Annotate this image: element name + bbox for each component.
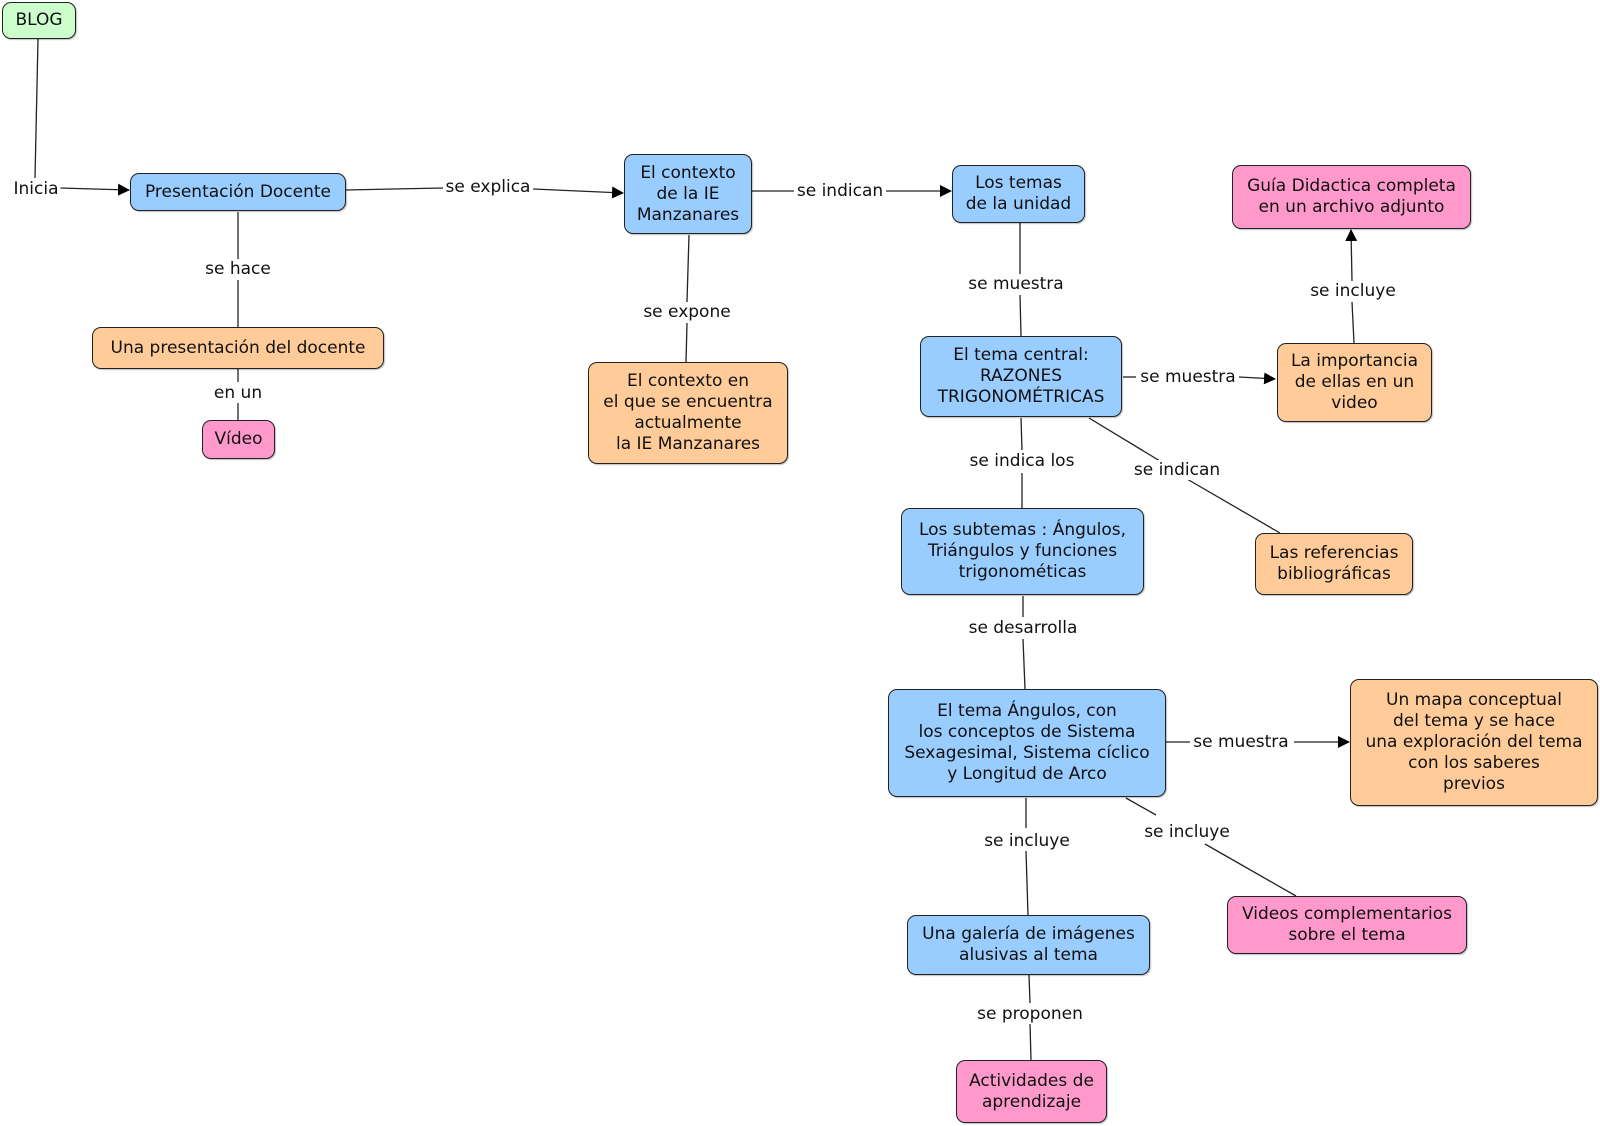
- link-proponen-actividades: [1029, 1023, 1032, 1061]
- label-se-indican-1: se indican: [794, 181, 886, 201]
- node-presentacion-docente[interactable]: Presentación Docente: [130, 173, 346, 211]
- node-guia-didactica[interactable]: Guía Didactica completa en un archivo ad…: [1232, 165, 1471, 229]
- link-indican-referencias: [1186, 478, 1281, 534]
- label-se-desarrolla: se desarrolla: [966, 618, 1080, 638]
- link-presentacion-explica: [345, 187, 444, 191]
- label-se-expone: se expone: [641, 302, 733, 322]
- link-expone-contextoen: [685, 322, 688, 363]
- node-tema-central[interactable]: El tema central: RAZONES TRIGONOMÉTRICAS: [920, 336, 1122, 417]
- link-desarrolla-angulos: [1022, 638, 1026, 690]
- link-galeria-proponen: [1028, 974, 1031, 1004]
- link-inicia-presentacion: [59, 183, 130, 196]
- link-blog-inicia: [34, 38, 39, 179]
- label-inicia: Inicia: [11, 179, 61, 199]
- label-se-indican-2: se indican: [1131, 460, 1223, 480]
- link-contexto-expone: [686, 234, 690, 303]
- node-videos-complementarios[interactable]: Videos complementarios sobre el tema: [1227, 896, 1467, 954]
- node-contexto-ie[interactable]: El contexto de la IE Manzanares: [624, 154, 752, 234]
- node-tema-angulos[interactable]: El tema Ángulos, con los conceptos de Si…: [888, 689, 1166, 797]
- link-angulos-incluye2: [1125, 797, 1157, 816]
- link-temacentral-indicalos: [1020, 417, 1023, 451]
- link-muestra-temacentral: [1019, 294, 1022, 337]
- label-se-incluye-2: se incluye: [982, 831, 1072, 851]
- link-importancia-incluye: [1351, 301, 1355, 344]
- node-subtemas[interactable]: Los subtemas : Ángulos, Triángulos y fun…: [901, 508, 1144, 595]
- label-se-incluye-3: se incluye: [1142, 822, 1232, 842]
- link-incluye-galeria: [1025, 850, 1029, 916]
- label-se-muestra-2: se muestra: [1138, 367, 1238, 387]
- label-en-un: en un: [211, 383, 265, 403]
- link-temacentral-indican: [1088, 417, 1161, 462]
- node-referencias[interactable]: Las referencias bibliográficas: [1255, 533, 1413, 595]
- link-incluye-guia: [1345, 229, 1358, 282]
- label-se-incluye-1: se incluye: [1308, 281, 1398, 301]
- node-video[interactable]: Vídeo: [202, 420, 275, 459]
- link-muestra-importancia: [1238, 372, 1276, 385]
- node-actividades[interactable]: Actividades de aprendizaje: [956, 1060, 1107, 1123]
- label-se-muestra-1: se muestra: [966, 274, 1066, 294]
- label-se-indica-los: se indica los: [967, 451, 1077, 471]
- link-incluye2-videos: [1204, 843, 1297, 897]
- label-se-explica: se explica: [443, 177, 533, 197]
- node-importancia[interactable]: La importancia de ellas en un video: [1277, 343, 1432, 422]
- label-se-hace: se hace: [203, 259, 273, 279]
- node-contexto-en[interactable]: El contexto en el que se encuentra actua…: [588, 362, 788, 464]
- node-temas-unidad[interactable]: Los temas de la unidad: [952, 165, 1085, 223]
- node-blog[interactable]: BLOG: [2, 2, 76, 39]
- node-galeria[interactable]: Una galería de imágenes alusivas al tema: [907, 915, 1150, 975]
- label-se-proponen: se proponen: [975, 1004, 1085, 1024]
- node-una-presentacion[interactable]: Una presentación del docente: [92, 327, 384, 369]
- node-mapa-conceptual[interactable]: Un mapa conceptual del tema y se hace un…: [1350, 679, 1598, 806]
- link-explica-contexto: [532, 186, 624, 199]
- label-se-muestra-3: se muestra: [1191, 732, 1291, 752]
